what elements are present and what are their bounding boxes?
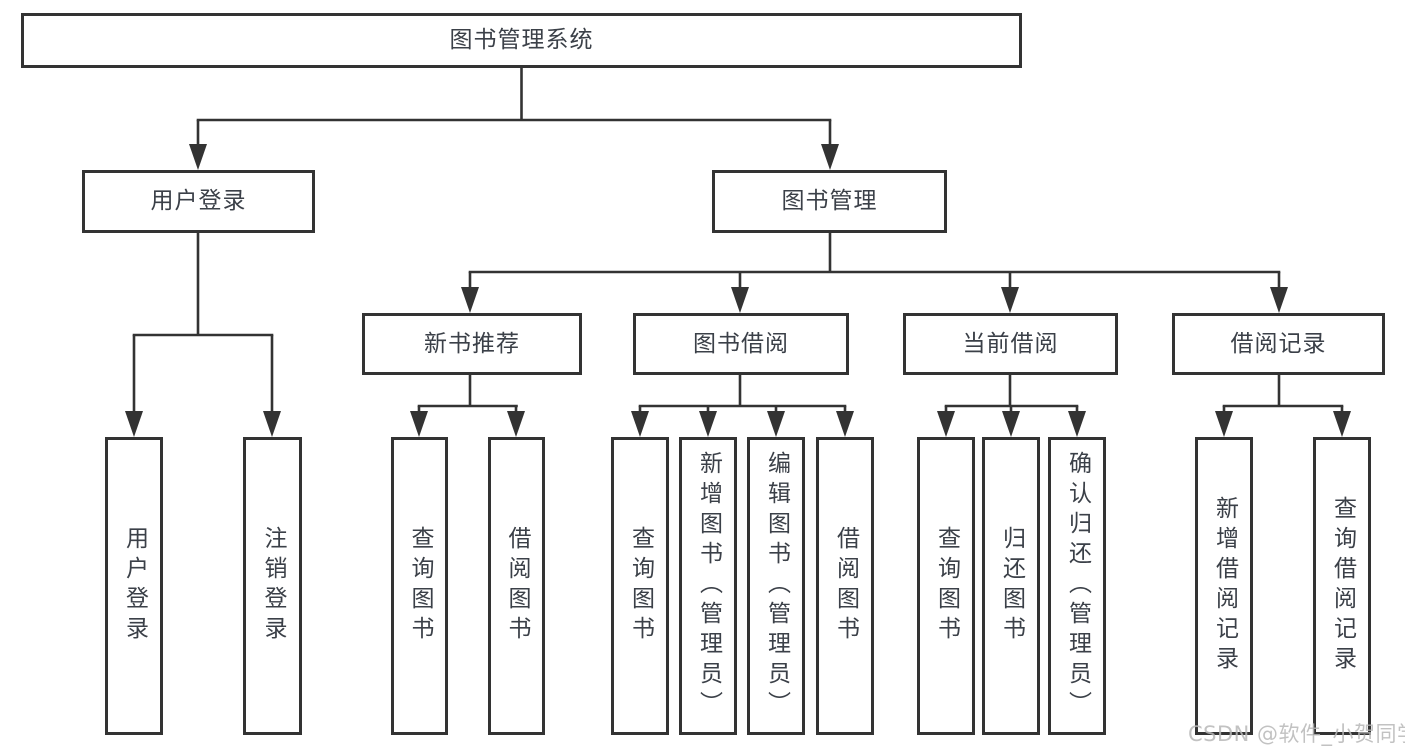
node-label: 查询借阅记录 bbox=[1329, 496, 1356, 676]
node-label: 新书推荐 bbox=[424, 330, 520, 357]
leaf-return-books: 归还图书 bbox=[982, 437, 1040, 735]
node-user-login: 用户登录 bbox=[82, 170, 315, 233]
leaf-borrow-books-borrowing: 借阅图书 bbox=[816, 437, 874, 735]
node-current-borrowing: 当前借阅 bbox=[903, 313, 1118, 375]
leaf-edit-books-admin: 编辑图书（管理员） bbox=[747, 437, 805, 735]
node-label: 图书借阅 bbox=[693, 330, 789, 357]
node-label: 用户登录 bbox=[150, 188, 247, 214]
node-label: 借阅图书 bbox=[504, 526, 530, 646]
node-label: 当前借阅 bbox=[962, 330, 1059, 357]
node-book-management: 图书管理 bbox=[712, 170, 947, 233]
node-borrowing-records: 借阅记录 bbox=[1172, 313, 1385, 375]
node-label: 新增借阅记录 bbox=[1211, 496, 1238, 676]
leaf-query-borrow-record: 查询借阅记录 bbox=[1313, 437, 1371, 735]
leaf-query-books-current: 查询图书 bbox=[917, 437, 975, 735]
leaf-query-books-recommend: 查询图书 bbox=[391, 437, 448, 735]
node-label: 图书管理系统 bbox=[449, 27, 594, 53]
node-book-borrowing: 图书借阅 bbox=[633, 313, 849, 375]
node-label: 借阅记录 bbox=[1230, 330, 1327, 357]
leaf-add-borrow-record: 新增借阅记录 bbox=[1195, 437, 1253, 735]
node-label: 编辑图书（管理员） bbox=[763, 451, 790, 721]
node-label: 查询图书 bbox=[407, 526, 433, 646]
leaf-user-login: 用户登录 bbox=[105, 437, 163, 735]
leaf-confirm-return-admin: 确认归还（管理员） bbox=[1048, 437, 1106, 735]
node-label: 归还图书 bbox=[998, 526, 1025, 646]
node-label: 新增图书（管理员） bbox=[695, 451, 722, 721]
node-label: 查询图书 bbox=[933, 526, 960, 646]
leaf-query-books-borrowing: 查询图书 bbox=[611, 437, 669, 735]
leaf-logout: 注销登录 bbox=[243, 437, 302, 735]
node-label: 确认归还（管理员） bbox=[1064, 451, 1091, 721]
node-label: 借阅图书 bbox=[832, 526, 859, 646]
node-label: 用户登录 bbox=[121, 526, 148, 646]
node-label: 注销登录 bbox=[260, 526, 286, 646]
node-label: 图书管理 bbox=[781, 188, 878, 214]
node-new-book-recommendation: 新书推荐 bbox=[362, 313, 582, 375]
leaf-add-books-admin: 新增图书（管理员） bbox=[679, 437, 737, 735]
node-label: 查询图书 bbox=[627, 526, 654, 646]
csdn-watermark: CSDN @软件_小贺同学 bbox=[1188, 722, 1405, 746]
leaf-borrow-books-recommend: 借阅图书 bbox=[488, 437, 545, 735]
node-library-management-system: 图书管理系统 bbox=[21, 13, 1022, 68]
